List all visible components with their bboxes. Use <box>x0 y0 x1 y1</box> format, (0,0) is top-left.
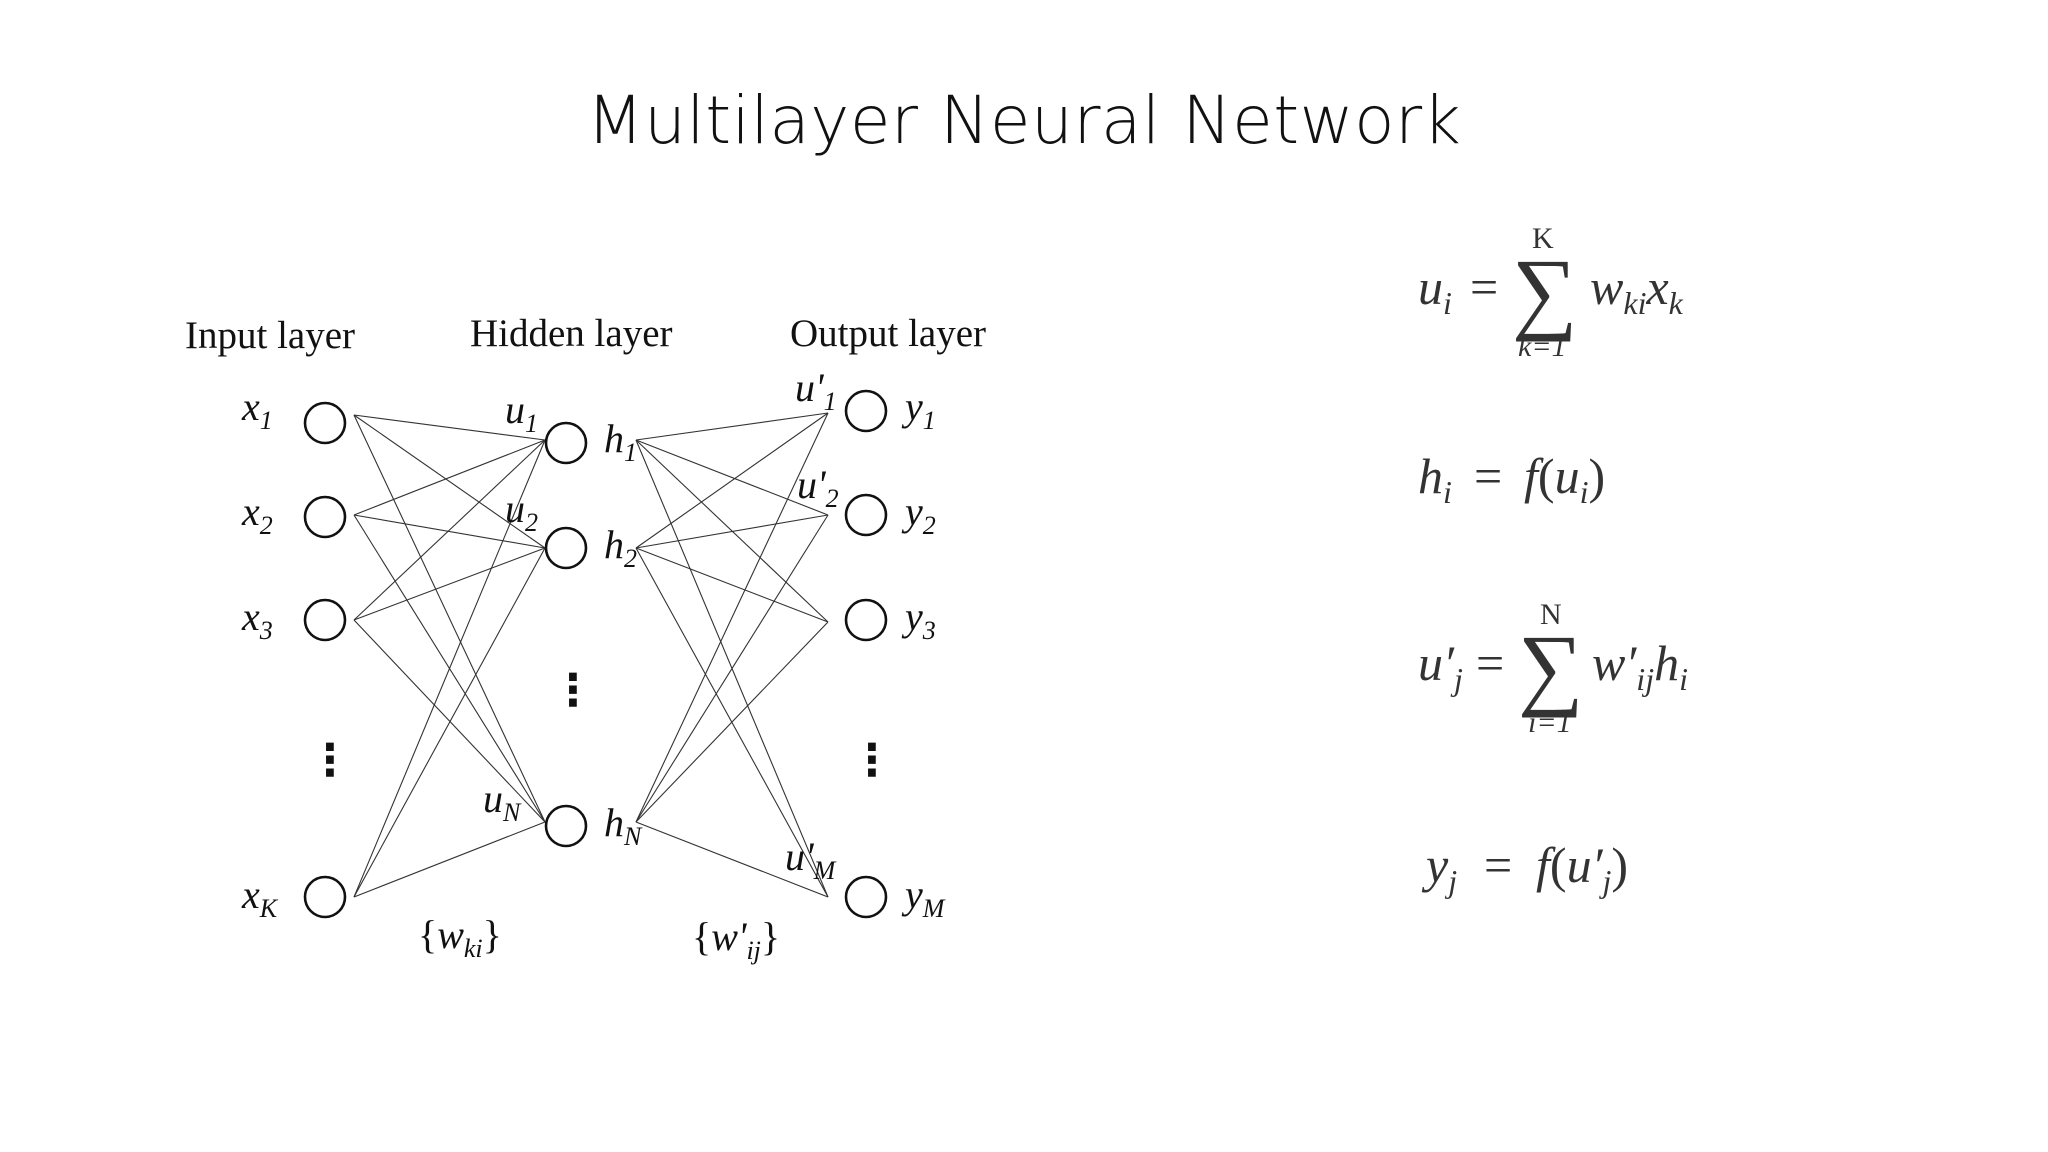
edge-x2-u2 <box>353 514 546 549</box>
edge-xK-u1 <box>353 439 546 898</box>
edge-xK-u2 <box>353 547 546 898</box>
hidden-layer-label: Hidden layer <box>470 312 673 355</box>
input-label-2: x2 <box>241 489 273 540</box>
hidden-out-label-1: h1 <box>604 416 637 467</box>
edge-x1-u2 <box>353 414 546 549</box>
formula-u-i: ui = K ∑ k=1 wkixk <box>1418 222 1684 363</box>
formula-y-j: yj = f(u′j) <box>1421 837 1628 899</box>
edge-h2-y2 <box>635 514 829 549</box>
edge-h1-y1 <box>635 412 829 441</box>
edge-x3-u1 <box>353 439 546 621</box>
formula-2-lhs: hi <box>1418 448 1452 510</box>
output-out-label-M: yM <box>901 872 946 923</box>
hidden-output-edges <box>635 412 829 898</box>
hidden-out-label-N: hN <box>604 800 643 851</box>
input-label-3: x3 <box>241 594 273 645</box>
formula-1-summand: wkixk <box>1590 259 1684 321</box>
output-in-label-1: u'1 <box>795 365 837 416</box>
edge-h1-y2 <box>635 439 829 516</box>
input-label-1: x1 <box>241 384 273 435</box>
formula-3-summand: w′ijhi <box>1592 635 1688 697</box>
hidden-in-label-1: u1 <box>505 387 538 438</box>
slide-title: Multilayer Neural Network <box>586 82 1462 159</box>
input-layer: x1 x2 x3 xK ⋮ <box>241 384 352 923</box>
formula-4-equals: = <box>1484 837 1512 893</box>
hidden-layer: u1 h1 u2 h2 uN hN ⋮ <box>483 387 643 851</box>
formula-3-equals: = <box>1476 635 1504 691</box>
output-out-label-1: y1 <box>901 384 936 435</box>
weights-input-hidden-label: {wki} <box>418 912 502 963</box>
weights-hidden-output-label: {w'ij} <box>692 914 780 965</box>
edge-x3-u2 <box>353 547 546 621</box>
edge-xK-uN <box>353 821 546 898</box>
edge-hN-yM <box>635 821 829 898</box>
output-out-label-3: y3 <box>901 594 936 645</box>
input-node-2 <box>303 495 347 539</box>
output-node-3 <box>844 598 888 642</box>
formula-3-lhs: u′j <box>1418 635 1463 697</box>
edge-h2-y3 <box>635 547 829 623</box>
hidden-in-label-N: uN <box>483 776 522 827</box>
output-layer-label: Output layer <box>790 312 986 355</box>
formula-3-upper-limit: N <box>1540 598 1562 631</box>
formulas-panel: ui = K ∑ k=1 wkixk hi = f(ui) u′j = N ∑ … <box>1418 222 1688 899</box>
edge-hN-y2 <box>635 514 829 823</box>
output-node-M <box>844 875 888 919</box>
edge-hN-y3 <box>635 621 829 823</box>
formula-3-sigma: ∑ <box>1518 616 1584 718</box>
formula-4-rhs: f(u′j) <box>1536 837 1628 899</box>
input-hidden-edges <box>353 414 546 898</box>
formula-2-rhs: f(ui) <box>1524 448 1605 510</box>
input-layer-label: Input layer <box>185 314 355 357</box>
formula-2-equals: = <box>1474 448 1502 504</box>
output-out-label-2: y2 <box>901 489 936 540</box>
input-label-K: xK <box>241 872 279 923</box>
hidden-in-label-2: u2 <box>505 486 538 537</box>
edge-x2-u1 <box>353 439 546 516</box>
output-node-1 <box>844 389 888 433</box>
formula-h-i: hi = f(ui) <box>1418 448 1605 510</box>
output-node-2 <box>844 493 888 537</box>
hidden-out-label-2: h2 <box>604 522 637 573</box>
hidden-ellipsis: ⋮ <box>551 665 595 716</box>
edge-hN-y1 <box>635 412 829 823</box>
input-node-1 <box>303 401 347 445</box>
output-layer: u'1 y1 u'2 y2 y3 u'M yM ⋮ <box>785 365 946 923</box>
input-ellipsis: ⋮ <box>308 735 352 786</box>
hidden-node-2 <box>544 526 588 570</box>
edge-x1-uN <box>353 414 546 823</box>
edge-x1-u1 <box>353 414 546 441</box>
output-in-label-M: u'M <box>785 834 837 885</box>
edge-x3-uN <box>353 619 546 823</box>
formula-u-prime-j: u′j = N ∑ i=1 w′ijhi <box>1418 598 1688 739</box>
hidden-node-1 <box>544 421 588 465</box>
formula-1-equals: = <box>1470 259 1498 315</box>
input-node-K <box>303 875 347 919</box>
output-ellipsis: ⋮ <box>850 735 894 786</box>
formula-1-sigma: ∑ <box>1512 240 1578 342</box>
input-node-3 <box>303 598 347 642</box>
output-in-label-2: u'2 <box>797 462 839 513</box>
network-diagram: Input layer Hidden layer Output layer <box>185 312 986 965</box>
formula-1-upper-limit: K <box>1532 222 1554 255</box>
formula-1-lhs: ui <box>1418 259 1452 321</box>
hidden-node-N <box>544 804 588 848</box>
formula-4-lhs: yj <box>1421 837 1457 899</box>
formula-1-lower-limit: k=1 <box>1518 330 1567 363</box>
edge-h2-y1 <box>635 412 829 549</box>
formula-3-lower-limit: i=1 <box>1528 706 1572 739</box>
